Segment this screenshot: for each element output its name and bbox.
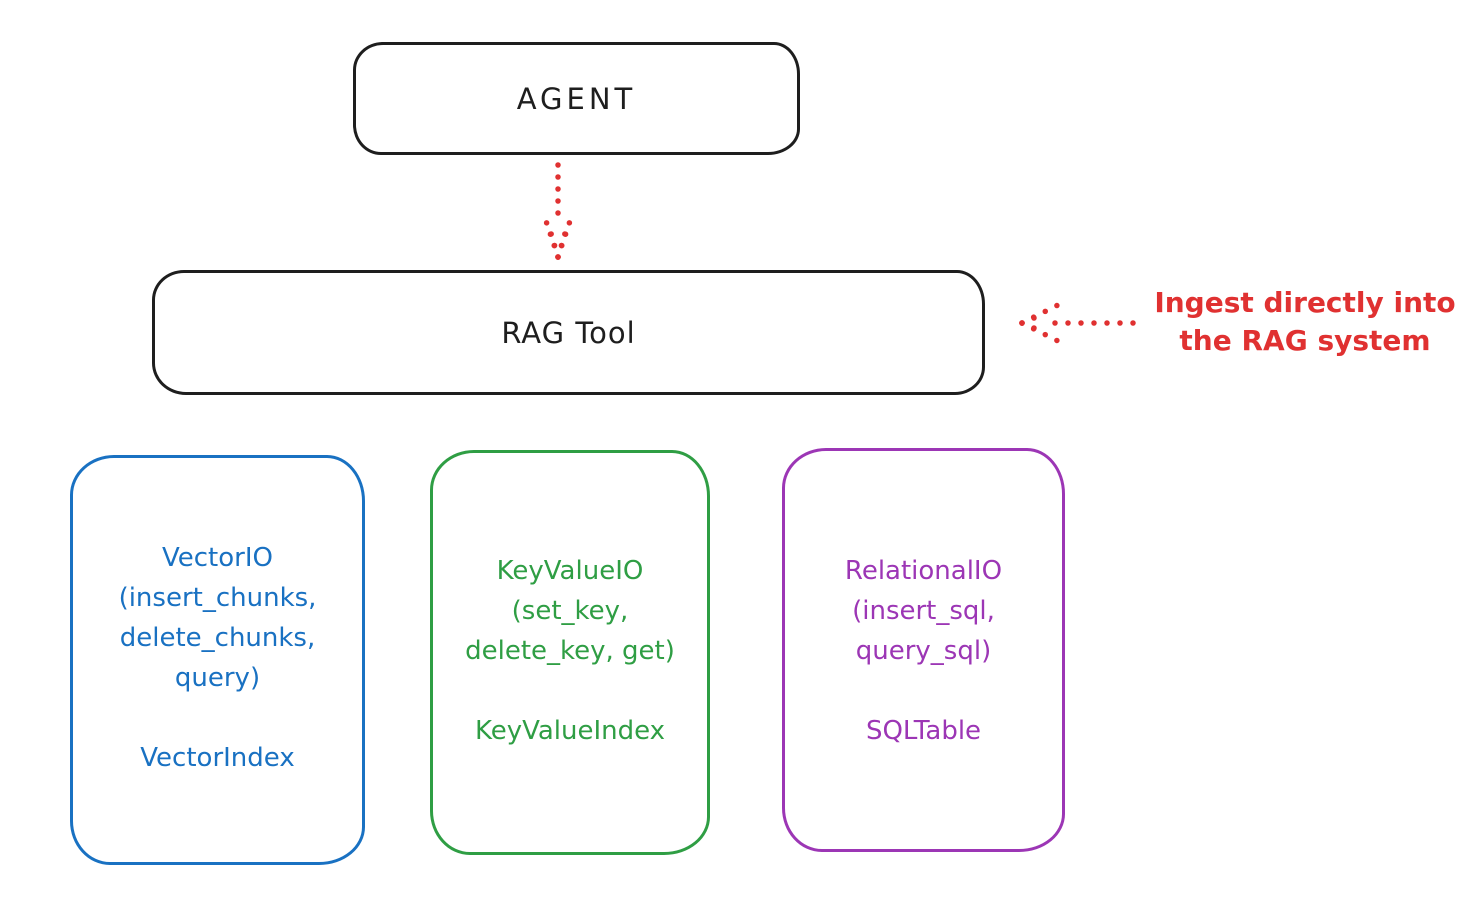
keyvalueio-index-label: KeyValueIndex <box>474 716 666 746</box>
agent-box: AGENT <box>353 42 800 155</box>
vectorio-index-label: VectorIndex <box>140 743 295 773</box>
annotation-text: Ingest directly into the RAG system <box>1135 284 1475 360</box>
agent-label: AGENT <box>516 81 637 116</box>
vectorio-methods-line: (insert_chunks, <box>118 583 317 613</box>
relationalio-methods-line: (insert_sql, <box>852 596 995 626</box>
vectorio-box: VectorIO (insert_chunks, delete_chunks, … <box>70 455 365 865</box>
annotation-line-1: Ingest directly into <box>1154 286 1456 319</box>
keyvalueio-methods-line: delete_key, get) <box>465 636 675 666</box>
vectorio-methods-line: query) <box>174 663 261 693</box>
keyvalueio-title: KeyValueIO <box>496 556 644 586</box>
vectorio-title: VectorIO <box>162 543 273 573</box>
annotation-line-2: the RAG system <box>1179 324 1431 357</box>
keyvalueio-methods-line: (set_key, <box>511 596 629 626</box>
relationalio-index-label: SQLTable <box>865 716 982 746</box>
keyvalueio-box: KeyValueIO (set_key, delete_key, get) Ke… <box>430 450 710 855</box>
annotation-arrow-icon <box>1019 301 1136 345</box>
rag-tool-label: RAG Tool <box>501 315 636 350</box>
rag-tool-box: RAG Tool <box>152 270 985 395</box>
relationalio-methods-line: query_sql) <box>855 636 992 666</box>
vectorio-methods-line: delete_chunks, <box>119 623 316 653</box>
relationalio-title: RelationalIO <box>844 556 1003 586</box>
relationalio-box: RelationalIO (insert_sql, query_sql) SQL… <box>782 448 1065 852</box>
agent-to-ragtool-arrow-icon <box>541 162 575 260</box>
